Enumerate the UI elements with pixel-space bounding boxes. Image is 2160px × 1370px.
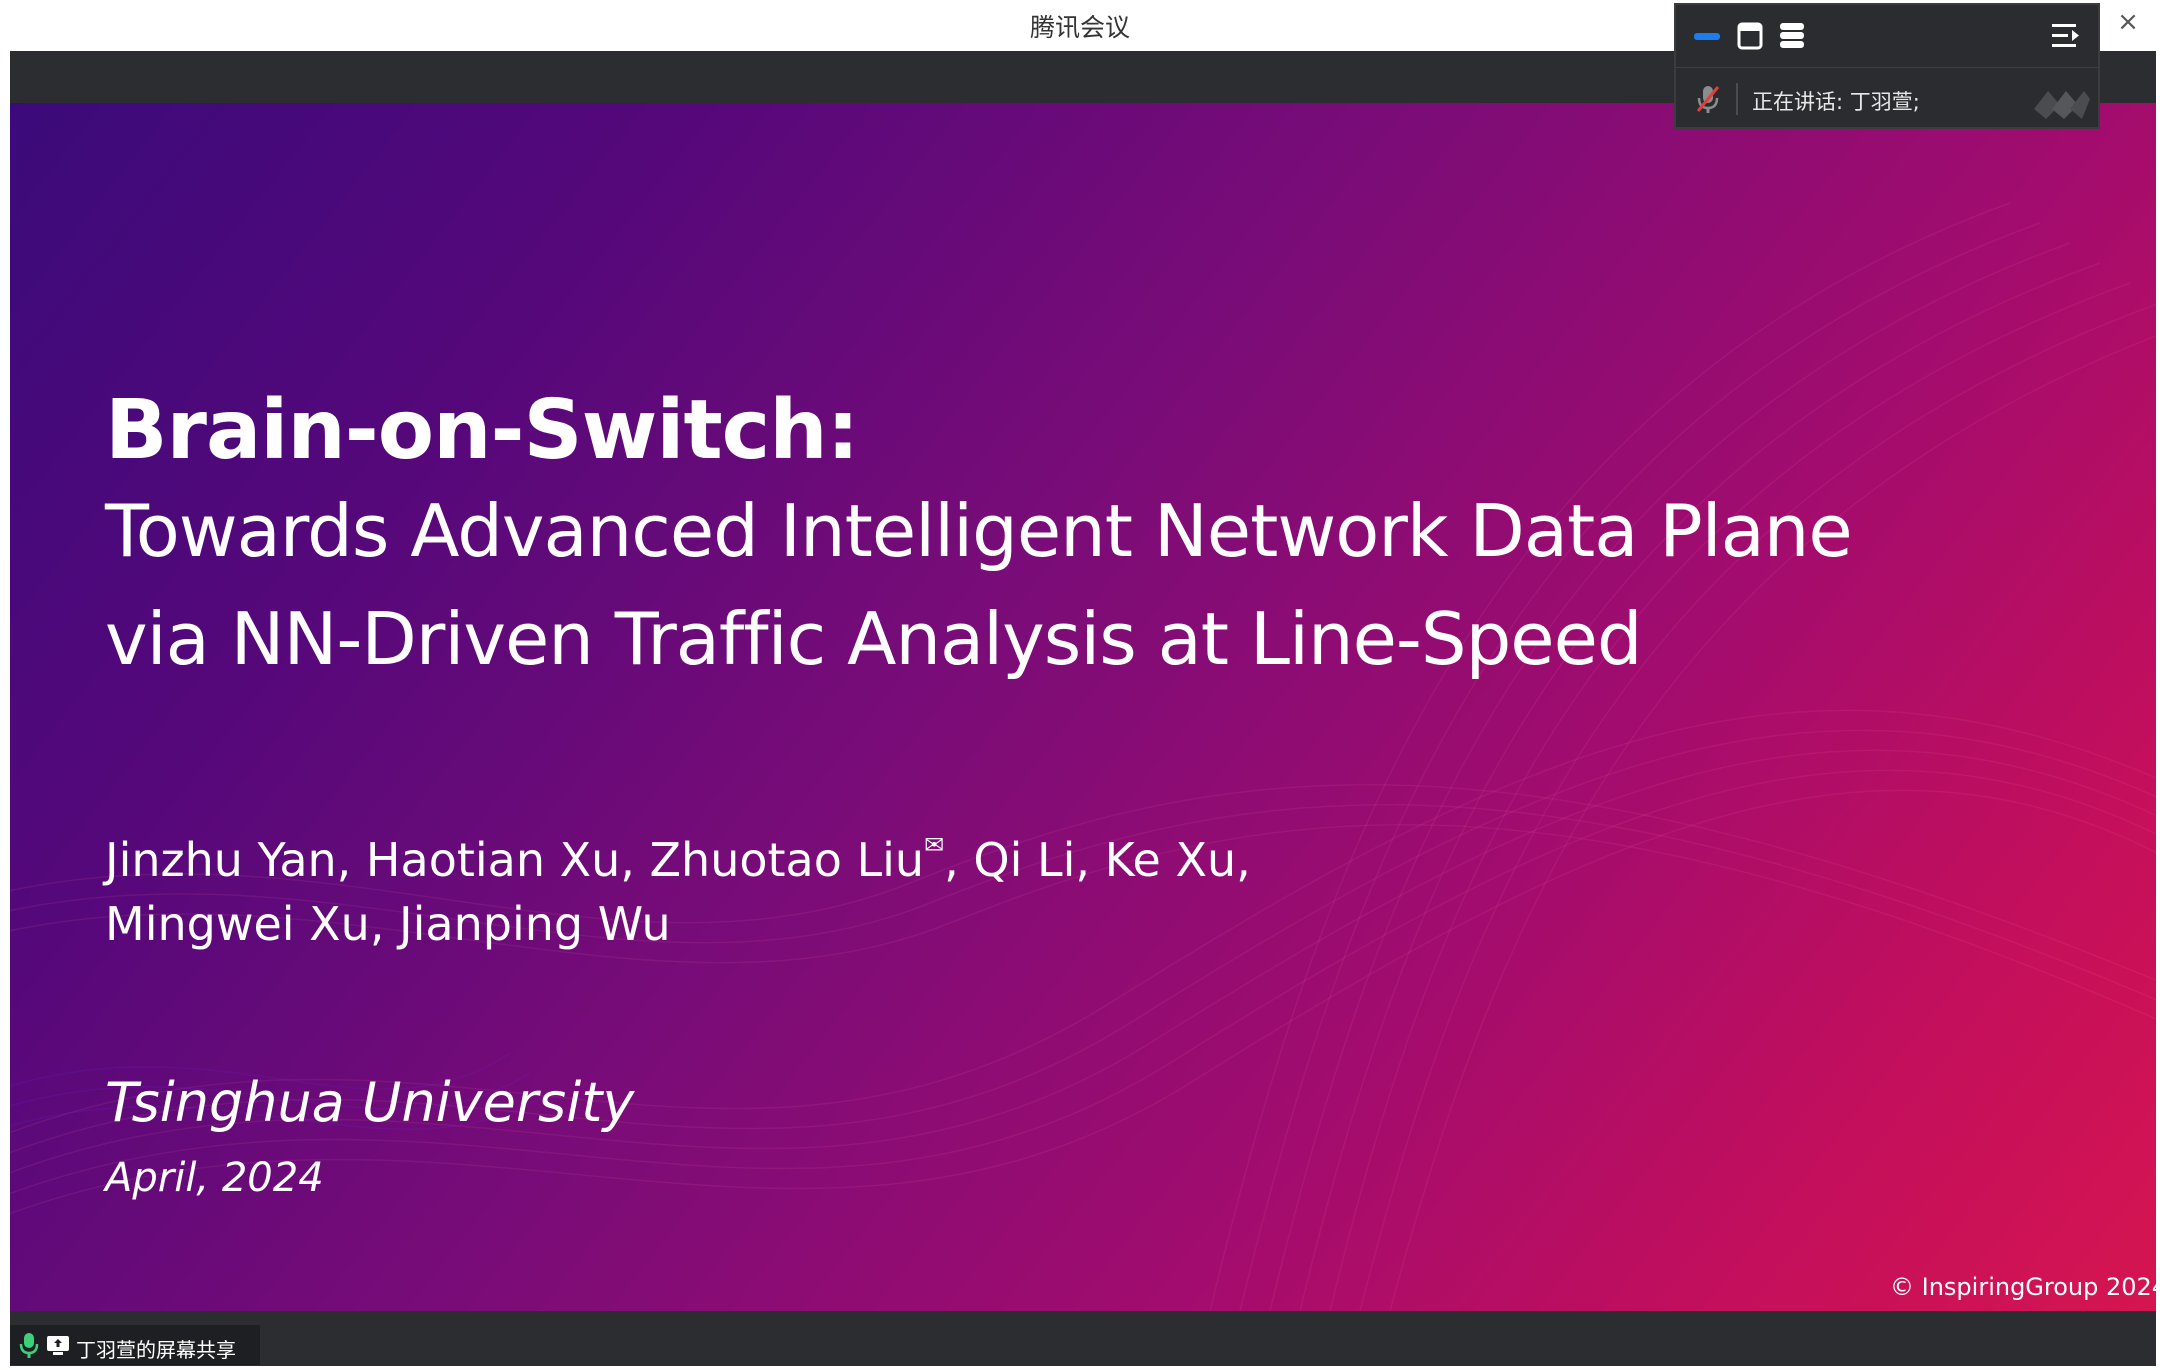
audio-level-icon xyxy=(2026,79,2090,119)
slide-subtitle-line-1: Towards Advanced Intelligent Network Dat… xyxy=(105,489,1853,573)
screen-share-icon xyxy=(46,1333,70,1357)
window-icon[interactable] xyxy=(1732,19,1768,53)
screen-share-tag[interactable]: 丁羽萱的屏幕共享 xyxy=(10,1325,260,1365)
slide-title: Brain-on-Switch: xyxy=(105,383,859,478)
authors-line-1: Jinzhu Yan, Haotian Xu, Zhuotao Liu✉, Qi… xyxy=(105,831,1251,887)
panel-divider xyxy=(1736,83,1738,115)
screen-share-label: 丁羽萱的屏幕共享 xyxy=(76,1338,236,1362)
close-icon[interactable]: × xyxy=(2117,7,2139,37)
minimize-icon[interactable] xyxy=(1690,19,1726,53)
meeting-floating-panel: 正在讲话: 丁羽萱; xyxy=(1674,3,2100,129)
slide-subtitle-line-2: via NN-Driven Traffic Analysis at Line-S… xyxy=(105,597,1643,681)
window-title: 腾讯会议 xyxy=(1029,13,1130,42)
university: Tsinghua University xyxy=(105,1071,635,1134)
envelope-icon: ✉ xyxy=(924,831,945,859)
authors-line-1-part-b: , Qi Li, Ke Xu, xyxy=(944,833,1251,887)
mic-muted-icon[interactable] xyxy=(1690,81,1726,117)
menu-icon[interactable] xyxy=(2048,19,2084,53)
presentation-date: April, 2024 xyxy=(105,1155,324,1201)
presentation-slide: Brain-on-Switch: Towards Advanced Intell… xyxy=(10,103,2156,1311)
speaking-label: 正在讲话: 丁羽萱; xyxy=(1752,90,1920,114)
panel-toolbar xyxy=(1676,5,2098,68)
authors-line-1-part-a: Jinzhu Yan, Haotian Xu, Zhuotao Liu xyxy=(105,833,925,887)
wave-decoration xyxy=(10,202,2156,1311)
panel-speaker-row: 正在讲话: 丁羽萱; xyxy=(1676,69,2098,129)
authors-line-2: Mingwei Xu, Jianping Wu xyxy=(105,897,671,951)
microphone-icon xyxy=(18,1331,40,1359)
copyright: © InspiringGroup 2024 xyxy=(1890,1273,2156,1301)
list-icon[interactable] xyxy=(1774,19,1810,53)
